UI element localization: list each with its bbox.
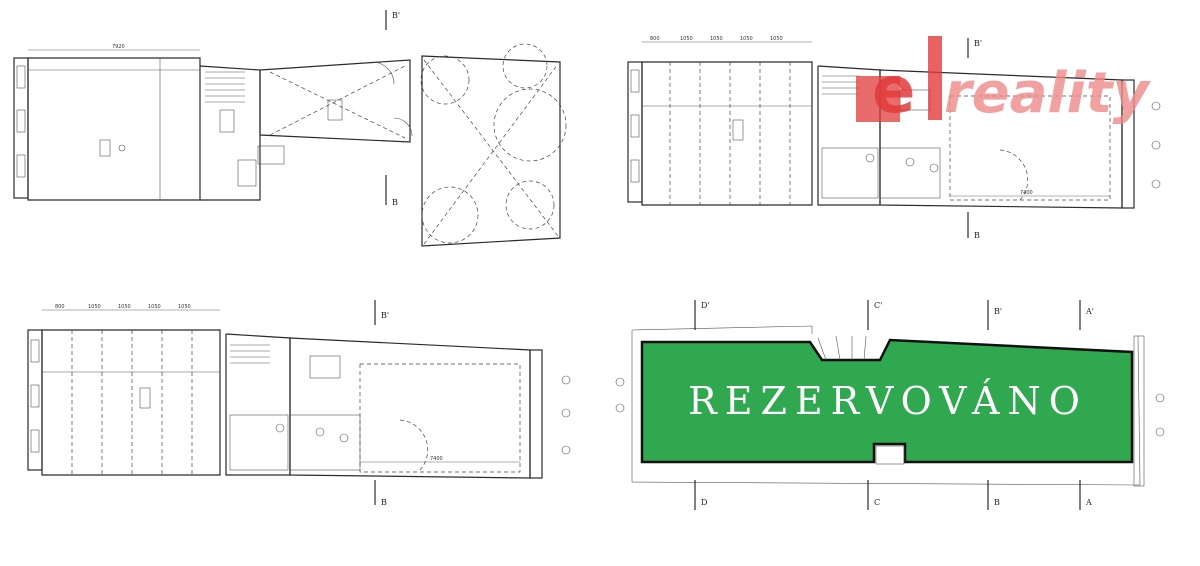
svg-text:7920: 7920 xyxy=(112,44,125,50)
floor-plan-reserved: REZERVOVÁNO D' C' B' A' D C B A xyxy=(615,300,1165,510)
section-mark-b: B xyxy=(392,198,398,207)
reserved-area xyxy=(640,338,1134,464)
svg-text:1050: 1050 xyxy=(88,304,101,310)
floor-plan-second-floor: 800 1050 1050 1050 1050 7400 B' B xyxy=(27,300,571,507)
section-mark-b-prime-2: B' xyxy=(974,39,982,48)
svg-text:1050: 1050 xyxy=(178,304,191,310)
section-mark-d: D xyxy=(701,498,707,507)
reserved-label: REZERVOVÁNO xyxy=(688,379,1088,423)
logo-word: reality xyxy=(944,61,1152,126)
svg-text:800: 800 xyxy=(55,304,65,310)
section-mark-c: C xyxy=(874,498,880,507)
section-mark-b-3: B xyxy=(381,498,387,507)
svg-text:1050: 1050 xyxy=(148,304,161,310)
svg-text:7400: 7400 xyxy=(1020,190,1033,196)
svg-text:7400: 7400 xyxy=(430,456,443,462)
logo-prefix: e xyxy=(872,54,915,128)
floor-plan-ground: 7920 B' B xyxy=(13,10,567,247)
section-mark-d-prime: D' xyxy=(701,301,710,310)
section-mark-a: A xyxy=(1085,498,1092,507)
section-mark-b-prime: B' xyxy=(392,11,400,20)
section-mark-c-prime: C' xyxy=(874,301,882,310)
svg-text:1050: 1050 xyxy=(710,36,723,42)
section-mark-b-prime-3: B' xyxy=(381,311,389,320)
svg-text:1050: 1050 xyxy=(680,36,693,42)
svg-text:1050: 1050 xyxy=(118,304,131,310)
section-mark-a-prime: A' xyxy=(1085,307,1094,316)
svg-text:800: 800 xyxy=(650,36,660,42)
section-mark-b-prime-4: B' xyxy=(994,307,1002,316)
svg-text:1050: 1050 xyxy=(740,36,753,42)
floor-plan-first-floor: 800 1050 1050 1050 1050 7400 B' B xyxy=(627,36,1161,240)
svg-text:1050: 1050 xyxy=(770,36,783,42)
section-mark-b-4: B xyxy=(994,498,1000,507)
section-mark-b-2: B xyxy=(974,231,980,240)
ereality-logo: e reality xyxy=(856,36,1152,128)
